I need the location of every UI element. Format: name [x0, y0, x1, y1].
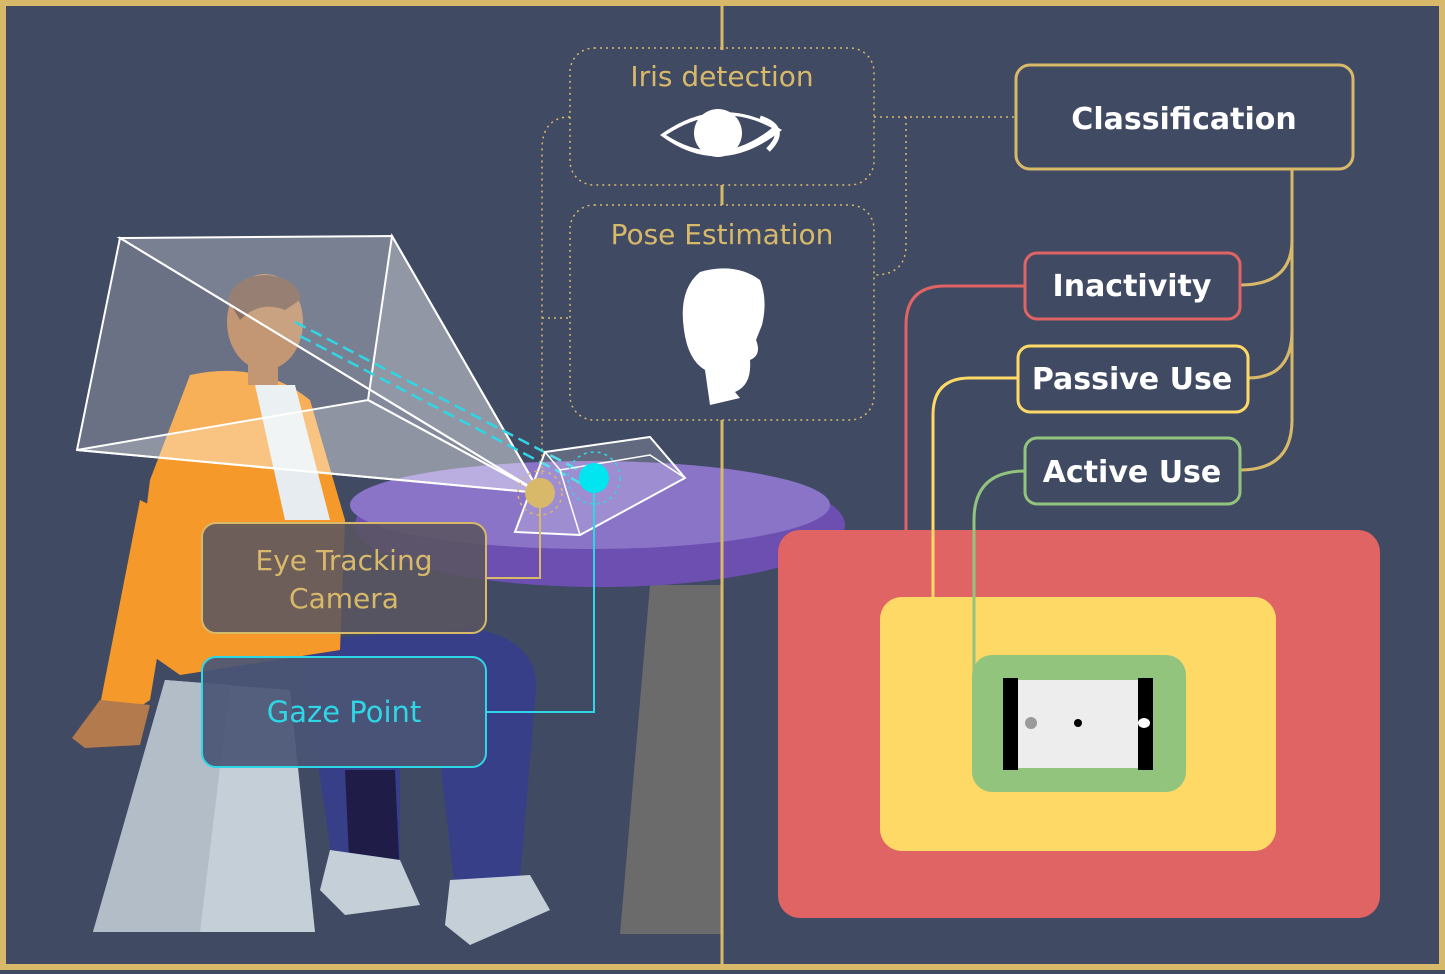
active-connector: [972, 469, 1026, 680]
camera-callout-box: [201, 522, 487, 634]
inactivity-connector: [904, 284, 1025, 530]
gaze-callout: Gaze Point: [201, 656, 487, 768]
class-passive: Passive Use: [1016, 344, 1250, 414]
head-silhouette-icon: [682, 268, 765, 405]
fov-bottom: [76, 398, 541, 494]
class-active: Active Use: [1023, 436, 1242, 506]
pose-module-title: Pose Estimation: [611, 218, 834, 251]
passive-connector: [931, 376, 1018, 597]
class-inactivity: Inactivity: [1023, 251, 1242, 321]
branch-inactivity: [1239, 239, 1294, 287]
passive-label: Passive Use: [1032, 362, 1232, 397]
pose-module: Pose Estimation: [569, 204, 875, 421]
gaze-callout-box: [201, 656, 487, 768]
branch-passive: [1247, 329, 1294, 380]
shirt: [255, 385, 330, 520]
tree-trunk: [1239, 169, 1294, 472]
iris-module-title: Iris detection: [630, 60, 813, 93]
camera-label-line2: Camera: [289, 582, 399, 615]
home-button: [1138, 718, 1150, 728]
game-ball: [1074, 719, 1082, 727]
pose-module-box: [569, 204, 875, 421]
hand: [72, 700, 150, 748]
camera-dot: [525, 478, 555, 508]
phone-bezel-left: [1003, 678, 1018, 770]
arm: [100, 500, 180, 720]
classification-box: [1014, 63, 1355, 171]
gaze-dot: [579, 463, 609, 493]
classification-title: Classification: [1071, 102, 1296, 137]
camera-callout: Eye Tracking Camera: [201, 522, 487, 634]
active-label: Active Use: [1043, 455, 1222, 490]
iris-module: Iris detection: [569, 47, 875, 186]
shoe-front: [445, 875, 550, 945]
gaze-connector: [486, 493, 595, 713]
hair: [228, 275, 300, 320]
camera-to-iris: [541, 116, 571, 495]
game-paddle-dot: [1025, 717, 1037, 729]
classification: Classification: [1014, 63, 1355, 171]
camera-label-line1: Eye Tracking: [256, 544, 433, 577]
phone-screen: [1003, 678, 1153, 770]
inactivity-label: Inactivity: [1053, 269, 1212, 304]
camera-connector: [486, 508, 541, 579]
eye-icon: [660, 109, 782, 157]
shoe-back: [320, 850, 420, 915]
table-leg: [620, 585, 722, 934]
gaze-label: Gaze Point: [267, 695, 422, 729]
